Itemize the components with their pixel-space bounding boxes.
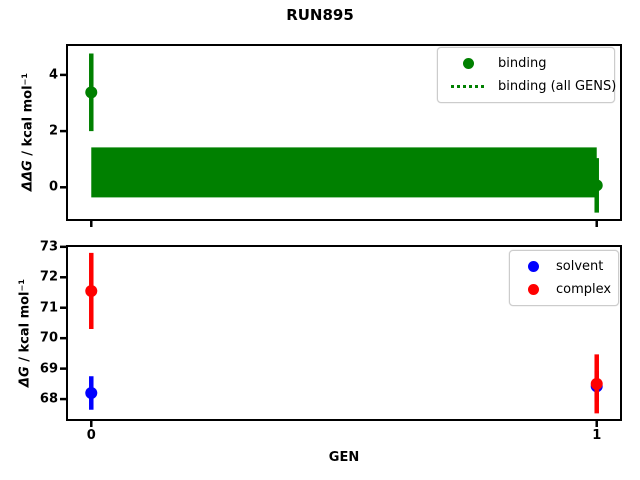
legend-solvent-complex: solvent complex (509, 250, 619, 306)
legend-binding: binding binding (all GENS) (437, 47, 617, 103)
solvent-dot-icon (527, 261, 539, 272)
legend-swatch-area (446, 58, 490, 69)
ytick-label: 0 (48, 179, 58, 195)
ytick-label: 69 (39, 361, 58, 377)
legend-label-binding: binding (498, 56, 547, 71)
marker-binding-0 (85, 86, 98, 99)
legend-item-solvent: solvent (510, 255, 618, 278)
band-binding-all-gens- (91, 147, 597, 198)
ytick-label: 68 (39, 391, 58, 407)
bottom-y-axis-label-math: ΔG (17, 366, 33, 388)
legend-item-binding-all-gens: binding (all GENS) (438, 75, 617, 98)
legend-swatch-area (518, 261, 548, 272)
top-y-axis-label: ΔΔG / kcal mol⁻¹ (21, 73, 36, 191)
ytick-label: 73 (39, 239, 58, 255)
legend-label-binding-all-gens: binding (all GENS) (498, 79, 617, 94)
x-axis-label: GEN (328, 450, 360, 465)
marker-complex-1 (590, 377, 603, 390)
top-y-axis-label-math: ΔΔG (20, 160, 36, 192)
legend-item-complex: complex (510, 278, 618, 301)
axes-0-spines (66, 44, 622, 221)
bottom-y-axis-label-units: / kcal mol⁻¹ (17, 278, 33, 367)
ytick-label: 71 (39, 300, 58, 316)
ytick-label: 72 (39, 269, 58, 285)
marker-solvent-0 (85, 386, 98, 399)
bottom-y-axis-label: ΔG / kcal mol⁻¹ (18, 279, 33, 387)
figure-title: RUN895 (286, 6, 354, 24)
top-y-axis-label-units: / kcal mol⁻¹ (20, 72, 36, 161)
legend-label-solvent: solvent (556, 259, 604, 274)
ytick-label: 70 (39, 330, 58, 346)
legend-item-binding: binding (438, 52, 614, 75)
legend-swatch-area (518, 284, 548, 295)
ytick-label: 2 (48, 123, 58, 139)
complex-dot-icon (527, 284, 539, 295)
legend-swatch-area (446, 85, 490, 88)
axes-1-spines (66, 245, 622, 421)
xtick-label: 0 (86, 428, 96, 443)
binding-all-gens-dotted-line-icon (451, 85, 485, 88)
marker-complex-0 (85, 284, 98, 297)
legend-label-complex: complex (556, 282, 612, 297)
binding-dot-icon (462, 58, 474, 69)
ytick-label: 4 (48, 67, 58, 83)
xtick-label: 1 (592, 428, 602, 443)
